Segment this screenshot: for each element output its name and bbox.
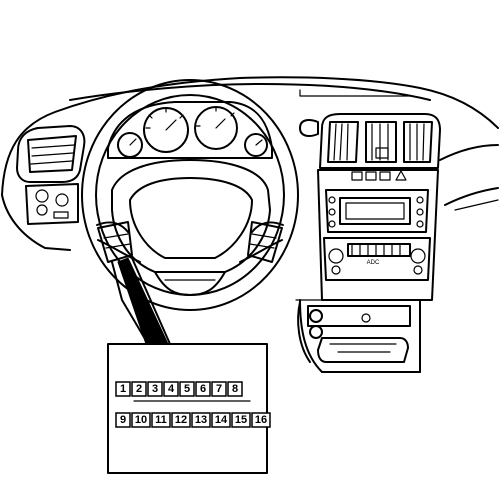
connector-pin-cell (171, 412, 191, 428)
button-row (351, 170, 407, 181)
connector-pin-cell (251, 412, 271, 428)
connector-pin-cell (231, 412, 251, 428)
center-stack: ADC (317, 169, 439, 301)
connector-bottom-row: 9 10 11 12 13 14 15 16 (115, 412, 271, 428)
connector-pin-cell (115, 412, 131, 428)
connector-pin-label: 1 (120, 383, 126, 395)
connector-pin-cell (211, 381, 227, 397)
connector-pin-label: 12 (175, 414, 187, 426)
connector-pin-label: 13 (195, 414, 207, 426)
connector-pin-label: 11 (155, 414, 167, 426)
connector-pin-label: 3 (152, 383, 158, 395)
connector-pin-label: 8 (232, 383, 238, 395)
connector-pin-cell (131, 412, 151, 428)
connector-pin-cell (227, 381, 243, 397)
connector-pin-label: 2 (136, 383, 142, 395)
connector-pin-label: 7 (216, 383, 222, 395)
connector-pin-label: 5 (184, 383, 190, 395)
center-vents (299, 113, 441, 169)
connector-pin-label: 16 (255, 414, 267, 426)
connector-pin-cell (147, 381, 163, 397)
connector-pin-cell (191, 412, 211, 428)
connector-pin-label: 4 (168, 383, 175, 395)
connector-pin-cell (115, 381, 131, 397)
connector-pin-label: 9 (120, 414, 126, 426)
connector-pin-cell (131, 381, 147, 397)
connector-pin-label: 15 (235, 414, 247, 426)
connector-pin-cell (151, 412, 171, 428)
left-switch-panel (25, 183, 79, 225)
steering-wheel (81, 79, 299, 311)
lower-console (297, 301, 411, 363)
pointer-wedge (111, 257, 171, 345)
radio-label: ADC (367, 260, 380, 266)
connector-pin-cell (163, 381, 179, 397)
connector-pin-cell (179, 381, 195, 397)
connector-pin-cell (211, 412, 231, 428)
connector-pin-label: 6 (200, 383, 206, 395)
instrument-cluster (107, 101, 273, 159)
dashboard-outline (1, 76, 499, 373)
connector-pin-label: 14 (215, 414, 228, 426)
left-vent (16, 125, 86, 183)
connector-pin-cell (195, 381, 211, 397)
connector-pin-label: 10 (135, 414, 147, 426)
